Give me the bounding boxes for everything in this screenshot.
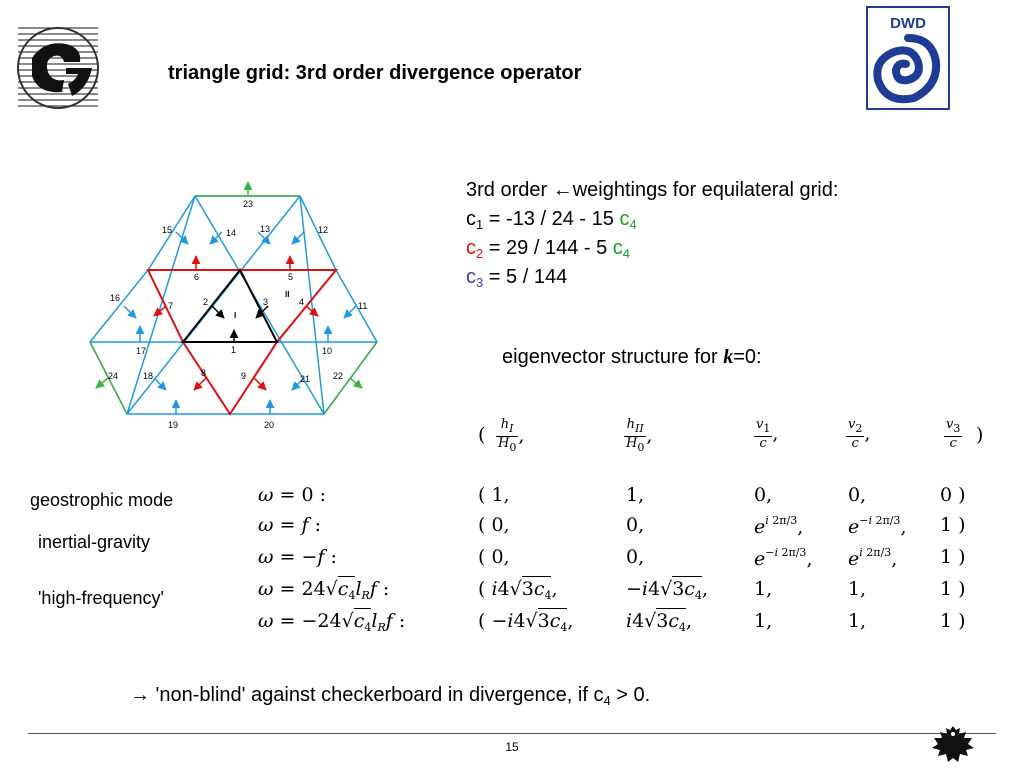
label-11: 11: [358, 301, 367, 311]
c3-index: 3: [476, 275, 484, 290]
weightings-block: 3rd order ←weightings for equilateral gr…: [466, 176, 838, 292]
label-geostrophic-mode: geostrophic mode: [30, 490, 174, 510]
green-arrows: [95, 182, 363, 389]
c3-symbol: c: [466, 266, 476, 288]
label-5: 5: [288, 272, 293, 282]
weight-c2: c2 = 29 / 144 - 5 c4: [466, 234, 838, 263]
mode-row-inertial-plus: ω = f : ( 0, 0, ei 2π/3, e−i 2π/3, 1 ): [258, 514, 966, 538]
weight-c1: c1 = -13 / 24 - 15 c4: [466, 205, 838, 234]
label-10: 10: [322, 346, 332, 356]
c1-index: 1: [476, 217, 484, 232]
c2-index: 2: [476, 246, 484, 261]
page-title: triangle grid: 3rd order divergence oper…: [168, 62, 582, 84]
conclusion-sub: 4: [603, 693, 611, 708]
label-23: 23: [243, 199, 253, 209]
c1-symbol: c: [466, 208, 476, 230]
label-24: 24: [108, 371, 118, 381]
c4-index: 4: [629, 217, 637, 232]
left-arrow-icon: ←: [552, 179, 573, 201]
triangle-grid-diagram: 1 2 3 4 5 6 7 8 9 10 11 12 13 14 15 16 1…: [89, 182, 378, 430]
label-13: 13: [260, 224, 270, 234]
dwd-logo: DWD: [866, 6, 950, 110]
label-18: 18: [143, 371, 153, 381]
label-1: 1: [231, 345, 236, 355]
label-21: 21: [300, 374, 310, 384]
page-number: 15: [505, 740, 519, 754]
right-arrow-icon: →: [130, 684, 150, 706]
eigen-heading-b: =0:: [733, 346, 762, 368]
weightings-heading-b: weightings for equilateral grid:: [572, 179, 839, 201]
mode-row-inertial-minus: ω = −f : ( 0, 0, e−i 2π/3, ei 2π/3, 1 ): [258, 546, 966, 570]
label-19: 19: [168, 420, 178, 430]
mode-row-high-minus: ω = −24√c4lRf : ( −i4√3c4, i4√3c4, 1, 1,…: [258, 608, 966, 634]
conclusion-text: 'non-blind' against checkerboard in dive…: [150, 684, 604, 706]
dwd-logo-text: DWD: [890, 15, 926, 32]
eigen-k-symbol: k: [723, 346, 734, 368]
label-8: 8: [201, 368, 206, 378]
red-arrows: [153, 255, 319, 391]
label-9: 9: [241, 371, 246, 381]
label-triangle-I: I: [234, 311, 236, 320]
c3-expression: = 5 / 144: [483, 266, 568, 288]
label-high-frequency: 'high-frequency': [38, 588, 164, 608]
label-22: 22: [333, 371, 343, 381]
footer-divider: [28, 733, 996, 734]
c2-expression: = 29 / 144 - 5: [483, 237, 613, 259]
mode-row-high-plus: ω = 24√c4lRf : ( i4√3c4, −i4√3c4, 1, 1, …: [258, 576, 966, 602]
conclusion-line: → 'non-blind' against checkerboard in di…: [130, 684, 650, 707]
label-16: 16: [110, 293, 120, 303]
label-3: 3: [263, 297, 268, 307]
eigen-heading-a: eigenvector structure for: [502, 346, 724, 368]
c4-symbol: c: [612, 237, 623, 259]
red-hexagon: [146, 269, 339, 416]
c1-expression: = -13 / 24 - 15: [483, 208, 620, 230]
c2-symbol: c: [466, 237, 476, 259]
label-15: 15: [162, 225, 172, 235]
label-4: 4: [299, 297, 304, 307]
black-arrows: [211, 305, 269, 342]
label-inertial-gravity: inertial-gravity: [38, 532, 151, 552]
weightings-heading-a: 3rd order: [466, 179, 553, 201]
c4-symbol: c: [619, 208, 630, 230]
label-2: 2: [203, 297, 208, 307]
mode-row-geostrophic: ω = 0 : ( 1, 1, 0, 0, 0 ): [258, 484, 966, 506]
eagle-emblem-icon: [932, 726, 974, 762]
label-14: 14: [226, 228, 236, 238]
label-triangle-II: II: [285, 290, 289, 299]
label-6: 6: [194, 272, 199, 282]
c4-index: 4: [622, 246, 630, 261]
label-12: 12: [318, 225, 328, 235]
label-7: 7: [168, 301, 173, 311]
label-17: 17: [136, 346, 146, 356]
conclusion-tail: > 0.: [610, 684, 651, 706]
blue-arrows: [123, 231, 357, 414]
label-20: 20: [264, 420, 274, 430]
weightings-heading: 3rd order ←weightings for equilateral gr…: [466, 176, 838, 205]
eigenvector-heading: eigenvector structure for k=0:: [502, 346, 762, 369]
central-triangle: [180, 268, 279, 343]
weight-c3: c3 = 5 / 144: [466, 263, 838, 292]
institute-logo: [17, 27, 99, 109]
